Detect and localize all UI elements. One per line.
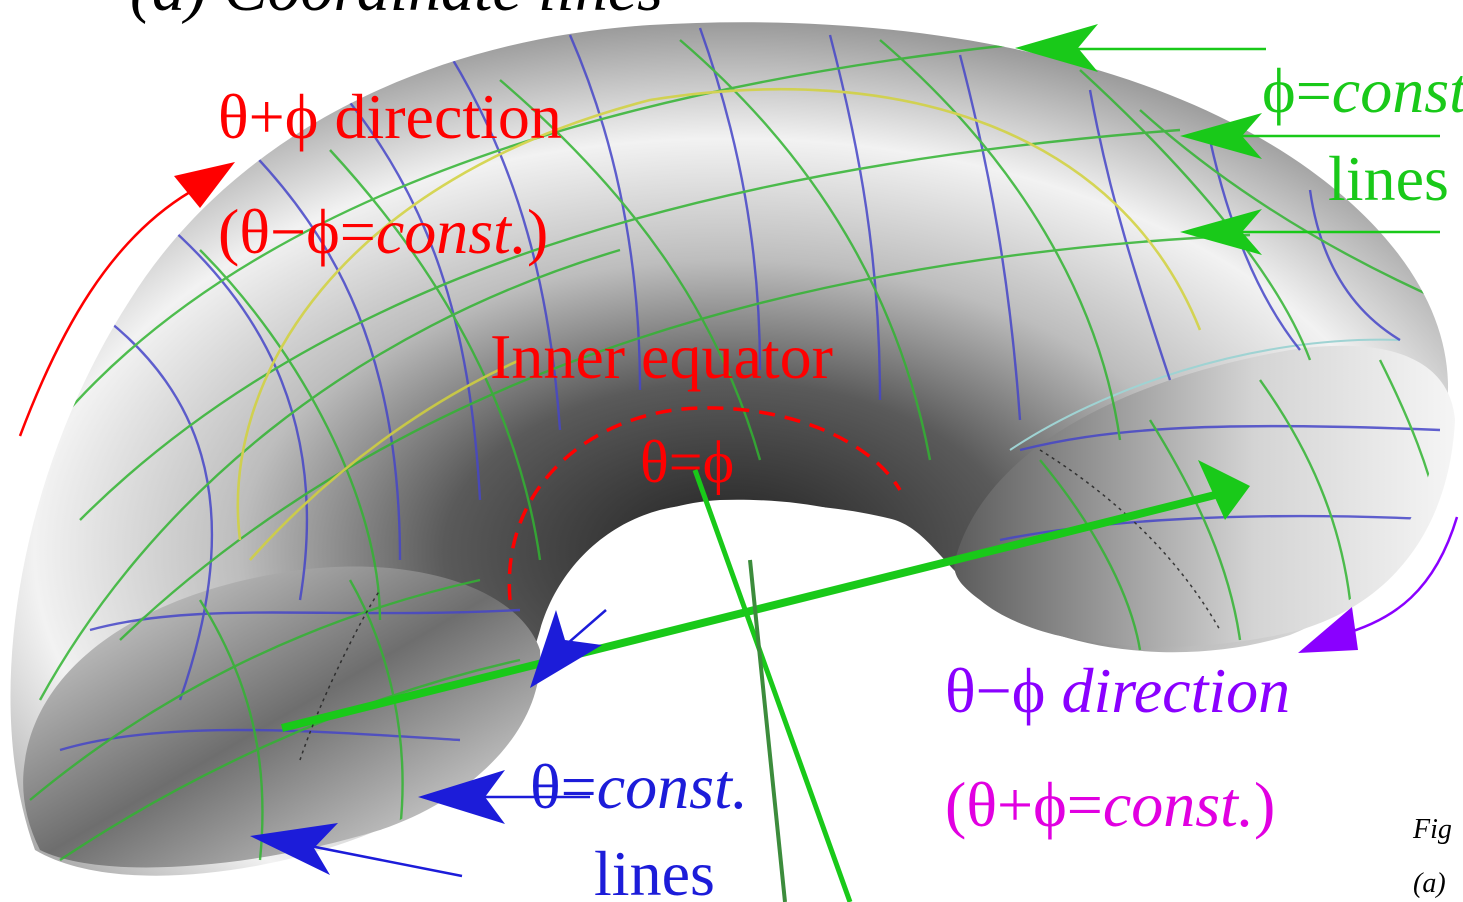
- inner-equator-arc: [507, 406, 902, 601]
- coordinate-mesh: [29, 27, 1449, 861]
- phi-lines-label: lines: [1328, 143, 1449, 214]
- theta-minus-phi-direction-label: θ−ϕ direction: [945, 655, 1290, 726]
- theta-plus-phi-const-label: (θ+ϕ=const.): [945, 769, 1275, 840]
- theta-plus-phi-arrow: [18, 190, 191, 437]
- caption-fig: Fig: [1412, 814, 1452, 845]
- theta-lines-label: lines: [594, 838, 715, 902]
- axis-arrow-head: [1198, 460, 1250, 520]
- phi-const-label: ϕ=const.: [1262, 55, 1463, 126]
- theta-plus-phi-arrow-head: [174, 162, 235, 208]
- right-cut-rim: [1009, 338, 1401, 451]
- theta-equals-phi-label: θ=ϕ: [640, 429, 734, 495]
- inner-equator-label: Inner equator: [490, 321, 833, 392]
- theta-plus-phi-direction-label: θ+ϕ direction: [218, 81, 562, 152]
- phi-const-arrows: [1015, 24, 1440, 255]
- left-cross-section: [23, 566, 541, 868]
- caption-a: (a): [1413, 868, 1446, 899]
- theta-const-arrows: [250, 609, 607, 878]
- theta-minus-phi-arrow-head: [1298, 607, 1358, 653]
- axis-lines: [281, 469, 1216, 902]
- theta-minus-phi-const-label: (θ−ϕ=const.): [218, 196, 548, 267]
- theta-minus-phi-arrow: [1339, 516, 1459, 637]
- figure-title: (a) Coordinate lines: [130, 0, 663, 25]
- theta-const-label: θ=const.: [530, 751, 748, 822]
